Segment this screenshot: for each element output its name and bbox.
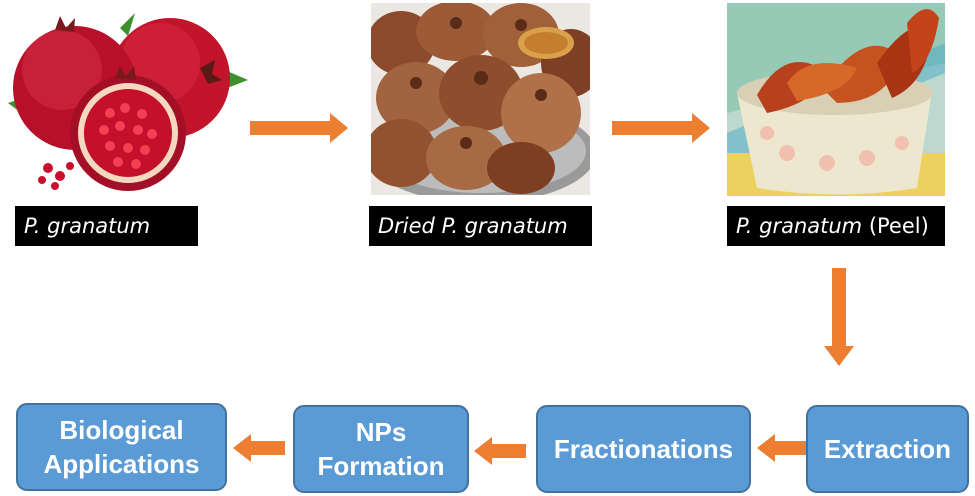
step-biological-applications: Biological Applications [16, 403, 227, 491]
arrow-right-1 [250, 113, 348, 143]
step-fractionations: Fractionations [536, 405, 751, 493]
caption-dried: Dried P. granatum [369, 206, 592, 246]
arrow-left-3 [233, 434, 285, 462]
step-nps-formation-line1: NPs [355, 417, 407, 447]
step-nps-formation: NPs Formation [293, 405, 469, 493]
arrow-down [824, 268, 854, 366]
caption-peel: P. granatum (Peel) [727, 206, 945, 246]
caption-fresh-text: P. granatum [24, 214, 151, 238]
arrow-left-2 [474, 437, 526, 465]
step-extraction-label: Extraction [823, 434, 952, 464]
pomegranate-fruit-photo [0, 8, 250, 196]
dried-pomegranate-photo [371, 3, 590, 195]
pomegranate-peel-photo [727, 3, 945, 196]
step-fractionations-label: Fractionations [553, 434, 734, 464]
step-biological-applications-line2: Applications [43, 449, 200, 479]
arrow-right-2 [612, 113, 710, 143]
caption-dried-text: Dried P. granatum [378, 214, 568, 238]
arrow-left-1 [757, 434, 806, 462]
caption-peel-italic: P. granatum [736, 214, 863, 238]
caption-fresh: P. granatum [15, 206, 198, 246]
step-extraction: Extraction [806, 405, 969, 493]
step-biological-applications-line1: Biological [59, 415, 184, 445]
caption-peel-plain: (Peel) [862, 214, 929, 238]
step-nps-formation-line2: Formation [317, 451, 445, 481]
